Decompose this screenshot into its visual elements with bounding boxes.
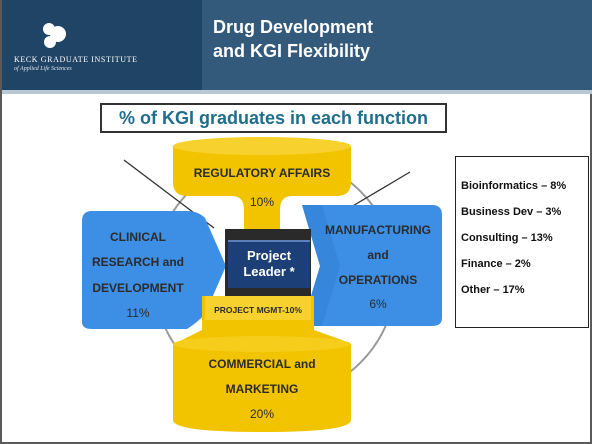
logo-subtitle: of Applied Life Sciences: [14, 66, 72, 72]
other-function-item: Finance – 2%: [461, 258, 531, 270]
manufacturing-label-line1: MANUFACTURING: [325, 223, 431, 237]
kgi-logo-icon: [43, 23, 66, 48]
other-functions-box: Bioinformatics – 8% Business Dev – 3% Co…: [455, 156, 589, 328]
headline-box: % of KGI graduates in each function: [100, 103, 447, 133]
other-function-item: Business Dev – 3%: [461, 206, 562, 218]
other-function-item: Bioinformatics – 8%: [461, 180, 567, 192]
manufacturing-label-line2: and: [367, 248, 389, 262]
header-divider: [2, 90, 592, 94]
centre-panel: [225, 229, 311, 333]
clinical-label-line3: DEVELOPMENT: [92, 281, 184, 295]
clinical-label-line2: RESEARCH and: [91, 255, 184, 269]
slide-title-line1: Drug Development: [213, 17, 374, 37]
commercial-label-line2: MARKETING: [225, 382, 299, 396]
header-banner: KECK GRADUATE INSTITUTE of Applied Life …: [2, 0, 592, 90]
slide-title-line2: and KGI Flexibility: [213, 41, 371, 61]
project-mgmt-label: PROJECT MGMT-10%: [214, 305, 302, 315]
clinical-label-line1: CLINICAL: [110, 230, 166, 244]
project-leader-label: Project Leader *: [228, 248, 310, 280]
other-function-item: Other – 17%: [461, 284, 525, 296]
regulatory-label: REGULATORY AFFAIRS: [193, 166, 331, 180]
project-leader-line2: Leader *: [243, 264, 295, 279]
clinical-percent: 11%: [126, 306, 150, 320]
logo-name: KECK GRADUATE INSTITUTE: [14, 55, 138, 64]
manufacturing-label-line3: OPERATIONS: [338, 273, 418, 287]
logo-panel: KECK GRADUATE INSTITUTE of Applied Life …: [2, 0, 202, 90]
commercial-percent: 20%: [249, 407, 275, 421]
title-panel: Drug Development and KGI Flexibility: [202, 0, 592, 90]
project-leader-line1: Project: [246, 248, 292, 263]
regulatory-percent: 10%: [249, 195, 275, 209]
other-function-item: Consulting – 13%: [461, 232, 553, 244]
regulatory-cylinder: [173, 137, 351, 232]
commercial-label-line1: COMMERCIAL and: [208, 357, 316, 371]
manufacturing-percent: 6%: [369, 297, 387, 311]
